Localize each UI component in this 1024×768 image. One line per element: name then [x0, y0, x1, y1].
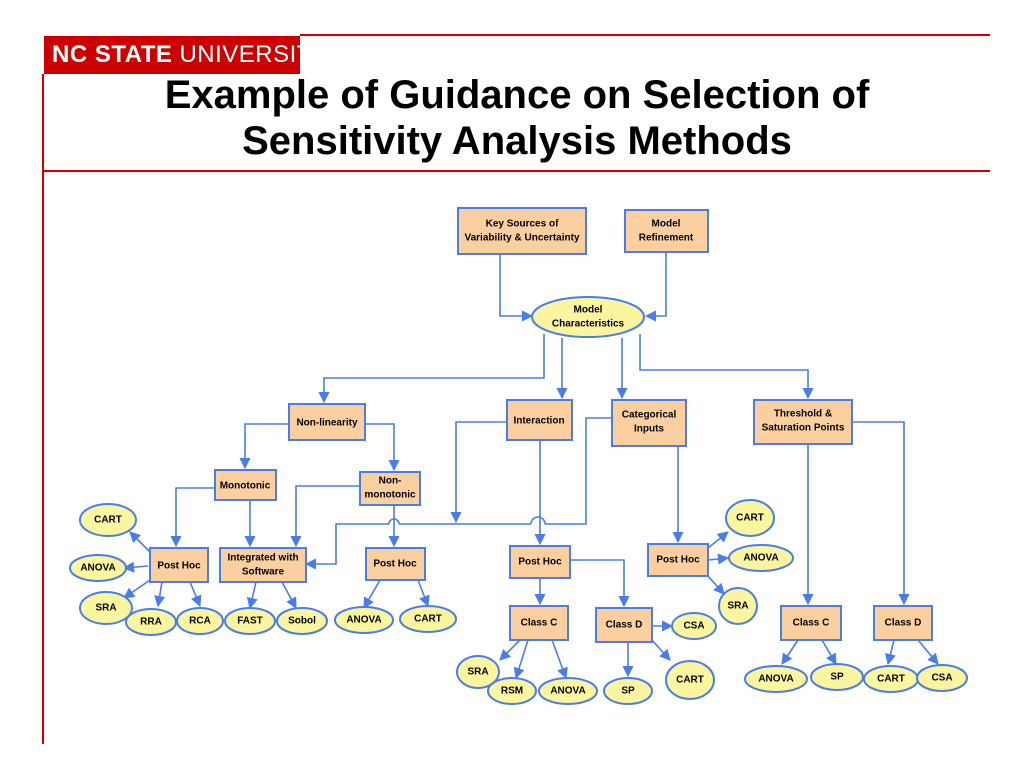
node-integrated-line1: Integrated with — [227, 553, 298, 564]
logo-bold-text: NC STATE — [52, 41, 173, 68]
oval-cart-2-label: CART — [414, 614, 442, 625]
node-post-hoc-3: Post Hoc — [509, 545, 571, 579]
node-class-c-1-label: Class C — [521, 618, 558, 629]
node-non-monotonic-line1: Non- — [379, 476, 402, 487]
oval-cart-3: CART — [665, 660, 715, 700]
node-class-d-2: Class D — [873, 605, 933, 641]
node-threshold: Threshold & Saturation Points — [753, 399, 853, 445]
oval-sra-3-label: SRA — [727, 601, 748, 612]
node-post-hoc-1-label: Post Hoc — [157, 561, 201, 572]
node-model-refinement: Model Refinement — [624, 209, 709, 253]
oval-cart-5-label: CART — [877, 674, 905, 685]
title-divider — [44, 170, 990, 172]
oval-cart-2: CART — [399, 605, 457, 633]
node-class-c-2: Class C — [780, 605, 842, 641]
oval-sobol-label: Sobol — [288, 616, 316, 627]
oval-csa-2: CSA — [916, 664, 968, 692]
node-non-linearity: Non-linearity — [288, 403, 366, 441]
oval-sp-2: SP — [810, 663, 864, 691]
oval-sobol: Sobol — [276, 607, 328, 635]
node-post-hoc-2: Post Hoc — [365, 547, 426, 581]
node-non-monotonic-line2: monotonic — [364, 490, 416, 501]
oval-sra-1-label: SRA — [95, 603, 116, 614]
node-class-d-2-label: Class D — [885, 618, 922, 629]
oval-anova-3: ANOVA — [538, 677, 598, 705]
node-threshold-line1: Threshold & — [774, 409, 832, 420]
oval-rca-label: RCA — [189, 616, 211, 627]
node-class-d-1-label: Class D — [606, 620, 643, 631]
node-non-monotonic: Non- monotonic — [359, 471, 421, 506]
node-categorical-line1: Categorical — [622, 410, 677, 421]
oval-rra: RRA — [125, 608, 177, 636]
logo-regular-text: UNIVERSITY — [179, 41, 329, 68]
oval-anova-2-label: ANOVA — [346, 615, 381, 626]
top-rule — [300, 34, 990, 36]
oval-fast-label: FAST — [237, 616, 263, 627]
node-monotonic: Monotonic — [214, 469, 277, 501]
oval-anova-4: ANOVA — [728, 544, 794, 572]
oval-rca: RCA — [176, 607, 224, 635]
oval-csa-2-label: CSA — [931, 673, 952, 684]
node-class-c-2-label: Class C — [793, 618, 830, 629]
node-post-hoc-2-label: Post Hoc — [373, 559, 417, 570]
oval-anova-4-label: ANOVA — [743, 553, 778, 564]
node-class-d-1: Class D — [595, 607, 653, 643]
oval-sra-2: SRA — [456, 655, 500, 689]
title-line-2: Sensitivity Analysis Methods — [242, 119, 792, 163]
oval-cart-3-label: CART — [676, 675, 704, 686]
oval-cart-4: CART — [725, 499, 775, 537]
oval-anova-5: ANOVA — [744, 665, 808, 693]
node-post-hoc-4: Post Hoc — [647, 543, 709, 577]
oval-sra-2-label: SRA — [467, 667, 488, 678]
oval-sra-1: SRA — [79, 591, 133, 625]
oval-rsm-label: RSM — [501, 686, 523, 697]
oval-csa-1: CSA — [671, 612, 717, 640]
oval-anova-1: ANOVA — [69, 554, 127, 582]
node-integrated-line2: Software — [242, 567, 285, 578]
oval-sp-2-label: SP — [830, 672, 844, 683]
oval-cart-1: CART — [79, 503, 137, 537]
page-title: Example of Guidance on Selection of Sens… — [44, 72, 990, 164]
oval-csa-1-label: CSA — [683, 621, 704, 632]
node-model-characteristics: Model Characteristics — [531, 296, 645, 338]
connectors — [122, 252, 939, 680]
node-integrated-software: Integrated with Software — [219, 547, 307, 583]
oval-anova-1-label: ANOVA — [80, 563, 115, 574]
oval-cart-5: CART — [863, 665, 919, 693]
node-categorical-line2: Inputs — [634, 424, 664, 435]
node-class-c-1: Class C — [509, 605, 569, 641]
node-key-sources: Key Sources of Variability & Uncertainty — [457, 207, 587, 255]
node-monotonic-label: Monotonic — [220, 481, 271, 492]
node-interaction-label: Interaction — [513, 416, 564, 427]
node-post-hoc-4-label: Post Hoc — [656, 555, 700, 566]
node-model-refinement-line1: Model — [652, 219, 681, 230]
left-rule — [42, 74, 44, 744]
title-line-1: Example of Guidance on Selection of — [164, 73, 870, 117]
oval-cart-1-label: CART — [94, 515, 122, 526]
node-post-hoc-1: Post Hoc — [149, 547, 209, 583]
oval-fast: FAST — [224, 607, 276, 635]
node-threshold-line2: Saturation Points — [762, 423, 845, 434]
node-key-sources-line2: Variability & Uncertainty — [464, 233, 579, 244]
node-model-refinement-line2: Refinement — [639, 233, 694, 244]
oval-anova-2: ANOVA — [334, 606, 394, 634]
node-key-sources-line1: Key Sources of — [486, 219, 559, 230]
oval-anova-5-label: ANOVA — [758, 674, 793, 685]
node-categorical-inputs: Categorical Inputs — [611, 399, 687, 447]
oval-rsm: RSM — [487, 677, 537, 705]
node-model-char-line2: Characteristics — [552, 319, 625, 330]
node-interaction: Interaction — [506, 399, 573, 441]
oval-cart-4-label: CART — [736, 513, 764, 524]
oval-anova-3-label: ANOVA — [550, 686, 585, 697]
oval-sp-1-label: SP — [621, 686, 635, 697]
node-model-char-line1: Model — [574, 305, 603, 316]
oval-sra-3: SRA — [718, 587, 758, 625]
university-logo: NC STATE UNIVERSITY — [44, 36, 328, 74]
node-post-hoc-3-label: Post Hoc — [518, 557, 562, 568]
oval-sp-1: SP — [603, 677, 653, 705]
oval-rra-label: RRA — [140, 617, 162, 628]
node-non-linearity-label: Non-linearity — [296, 418, 358, 429]
